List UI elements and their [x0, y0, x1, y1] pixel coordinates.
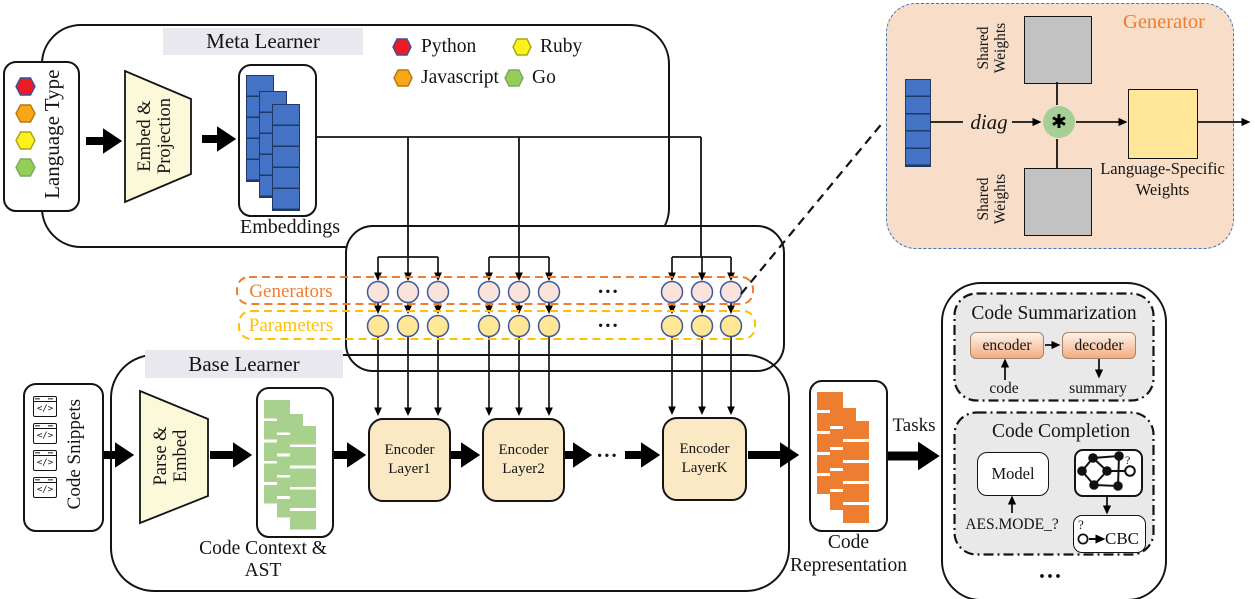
- meta-learner-title: Meta Learner: [163, 28, 363, 55]
- language-specific-weights-label: Language-Specific Weights: [1100, 159, 1225, 199]
- code-window-icon: </>: [33, 450, 57, 471]
- model-box: Model: [977, 452, 1049, 496]
- asterisk-glyph: ✱: [1051, 111, 1067, 133]
- parameters-ellipsis: ...: [598, 308, 620, 332]
- embeddings-feed-lines: [315, 136, 731, 258]
- language-hexagon-green-icon: [15, 158, 36, 177]
- representation-sheet-icon: [843, 421, 869, 523]
- legend-python-icon: [392, 38, 412, 56]
- language-hexagon-orange-icon: [15, 104, 36, 123]
- embed-projection-label: Embed & Projection: [135, 97, 175, 175]
- zoom-connector-dashed-line: [740, 120, 885, 295]
- shared-weights-top-square: [1024, 16, 1092, 84]
- language-type-label: Language Type: [39, 69, 64, 199]
- base-learner-box: [110, 354, 790, 592]
- encoder-layer1-box: Encoder Layer1: [368, 418, 451, 502]
- tasks-more-ellipsis: ...: [1039, 558, 1063, 584]
- legend-go-icon: [504, 69, 524, 87]
- decoder-chip: decoder: [1062, 332, 1136, 359]
- prompt-label: AES.MODE_?: [965, 516, 1059, 533]
- embed-projection-trapezoid: [124, 69, 192, 204]
- graph-question-mark: ?: [1125, 453, 1130, 467]
- language-hexagon-red-icon: [15, 77, 36, 96]
- summary-output-label: summary: [1069, 380, 1127, 397]
- parameters-row-label: Parameters: [248, 315, 334, 336]
- code-context-label: Code Context & AST: [199, 538, 327, 581]
- parse-embed-label: Parse & Embed: [151, 426, 191, 486]
- ast-sheet-icon: [290, 426, 316, 532]
- encoder-chip: encoder: [970, 332, 1044, 359]
- encoder-layerk-box: Encoder LayerK: [662, 417, 747, 501]
- code-window-icon: </>: [33, 423, 57, 444]
- embedding-sheet-icon: [272, 104, 300, 211]
- tasks-arrow-label: Tasks: [892, 415, 936, 436]
- parameter-node-icons: [366, 314, 743, 338]
- generators-parameters-container: [345, 225, 785, 372]
- language-vector-icon: [905, 79, 931, 167]
- encoder-layer2-box: Encoder Layer2: [482, 418, 565, 502]
- language-specific-weights-square: [1128, 89, 1198, 159]
- code-window-icon: </>: [33, 477, 57, 498]
- code-graph-box: ?: [1074, 449, 1143, 497]
- answer-question-mark: ?: [1078, 517, 1084, 532]
- legend-ruby-label: Ruby: [540, 36, 583, 57]
- shared-weights-top-label: Shared Weights: [975, 22, 1009, 74]
- legend-javascript-label: Javascript: [421, 67, 499, 88]
- legend-go-label: Go: [532, 67, 556, 88]
- embeddings-label: Embeddings: [240, 216, 340, 238]
- elementwise-multiply-icon: ✱: [1043, 106, 1075, 138]
- code-snippets-label: Code Snippets: [63, 399, 85, 510]
- code-window-icon: </>: [33, 396, 57, 417]
- completion-answer-box: ? CBC: [1073, 515, 1146, 553]
- code-input-label: code: [989, 380, 1019, 397]
- code-representation-label: Code Representation: [790, 532, 907, 577]
- unknown-node-icon: [1124, 465, 1136, 477]
- parameter-to-encoder-arrows: [374, 337, 735, 416]
- answer-label: CBC: [1105, 529, 1139, 548]
- legend-javascript-icon: [393, 69, 413, 87]
- code-completion-title: Code Completion: [991, 421, 1131, 442]
- generator-panel-title: Generator: [1123, 11, 1205, 33]
- legend-python-label: Python: [421, 36, 477, 57]
- completion-answer-graphic: ? CBC: [1077, 517, 1139, 548]
- encoder-ellipsis: ...: [597, 438, 619, 462]
- unknown-node-icon: [1077, 533, 1089, 545]
- language-hexagon-yellow-icon: [15, 131, 36, 150]
- generators-row-label: Generators: [249, 281, 333, 302]
- generator-node-icons: [366, 280, 743, 304]
- shared-weights-bottom-label: Shared Weights: [975, 173, 1009, 225]
- parameters-dashed-row: [238, 310, 756, 340]
- diag-label: diag: [970, 110, 1008, 134]
- code-summarization-title: Code Summarization: [971, 303, 1137, 324]
- parse-embed-trapezoid: [139, 389, 209, 525]
- shared-weights-bottom-square: [1024, 168, 1092, 236]
- generators-ellipsis: ...: [598, 274, 620, 298]
- base-learner-title: Base Learner: [145, 350, 343, 378]
- code-graph-icon: ?: [1077, 451, 1136, 491]
- feed-to-generator-arrows: [374, 257, 735, 281]
- legend-ruby-icon: [512, 38, 532, 56]
- generators-dashed-row: [236, 276, 754, 305]
